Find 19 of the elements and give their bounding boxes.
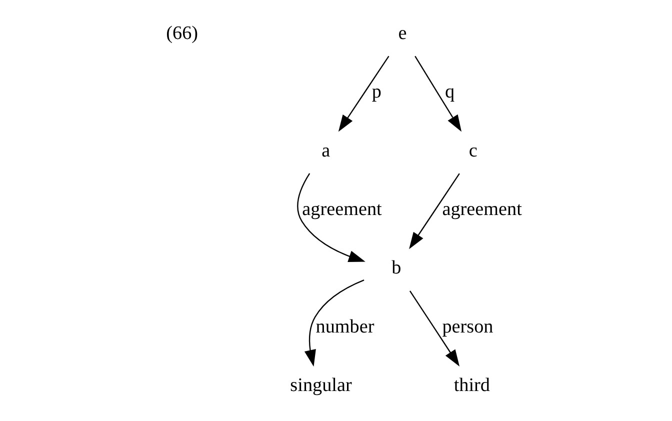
edge-label: agreement [302, 199, 382, 220]
edge-label: q [444, 82, 455, 103]
arrow [304, 279, 364, 367]
arrow [414, 56, 462, 132]
node-text: e [398, 23, 407, 44]
arrow [409, 290, 460, 366]
edge-label: p [372, 82, 382, 103]
label: (66) [166, 23, 198, 44]
arrow [297, 173, 366, 262]
edge-label: agreement [442, 199, 522, 220]
edge-label: number [316, 316, 374, 338]
node-text: a [322, 140, 330, 162]
node-text: third [454, 375, 490, 396]
edge-label: person [442, 316, 494, 338]
node-text: singular [290, 375, 352, 396]
node-text: c [468, 140, 478, 162]
arrow [338, 56, 390, 132]
arrow [409, 173, 460, 250]
node-text: b [392, 258, 402, 279]
